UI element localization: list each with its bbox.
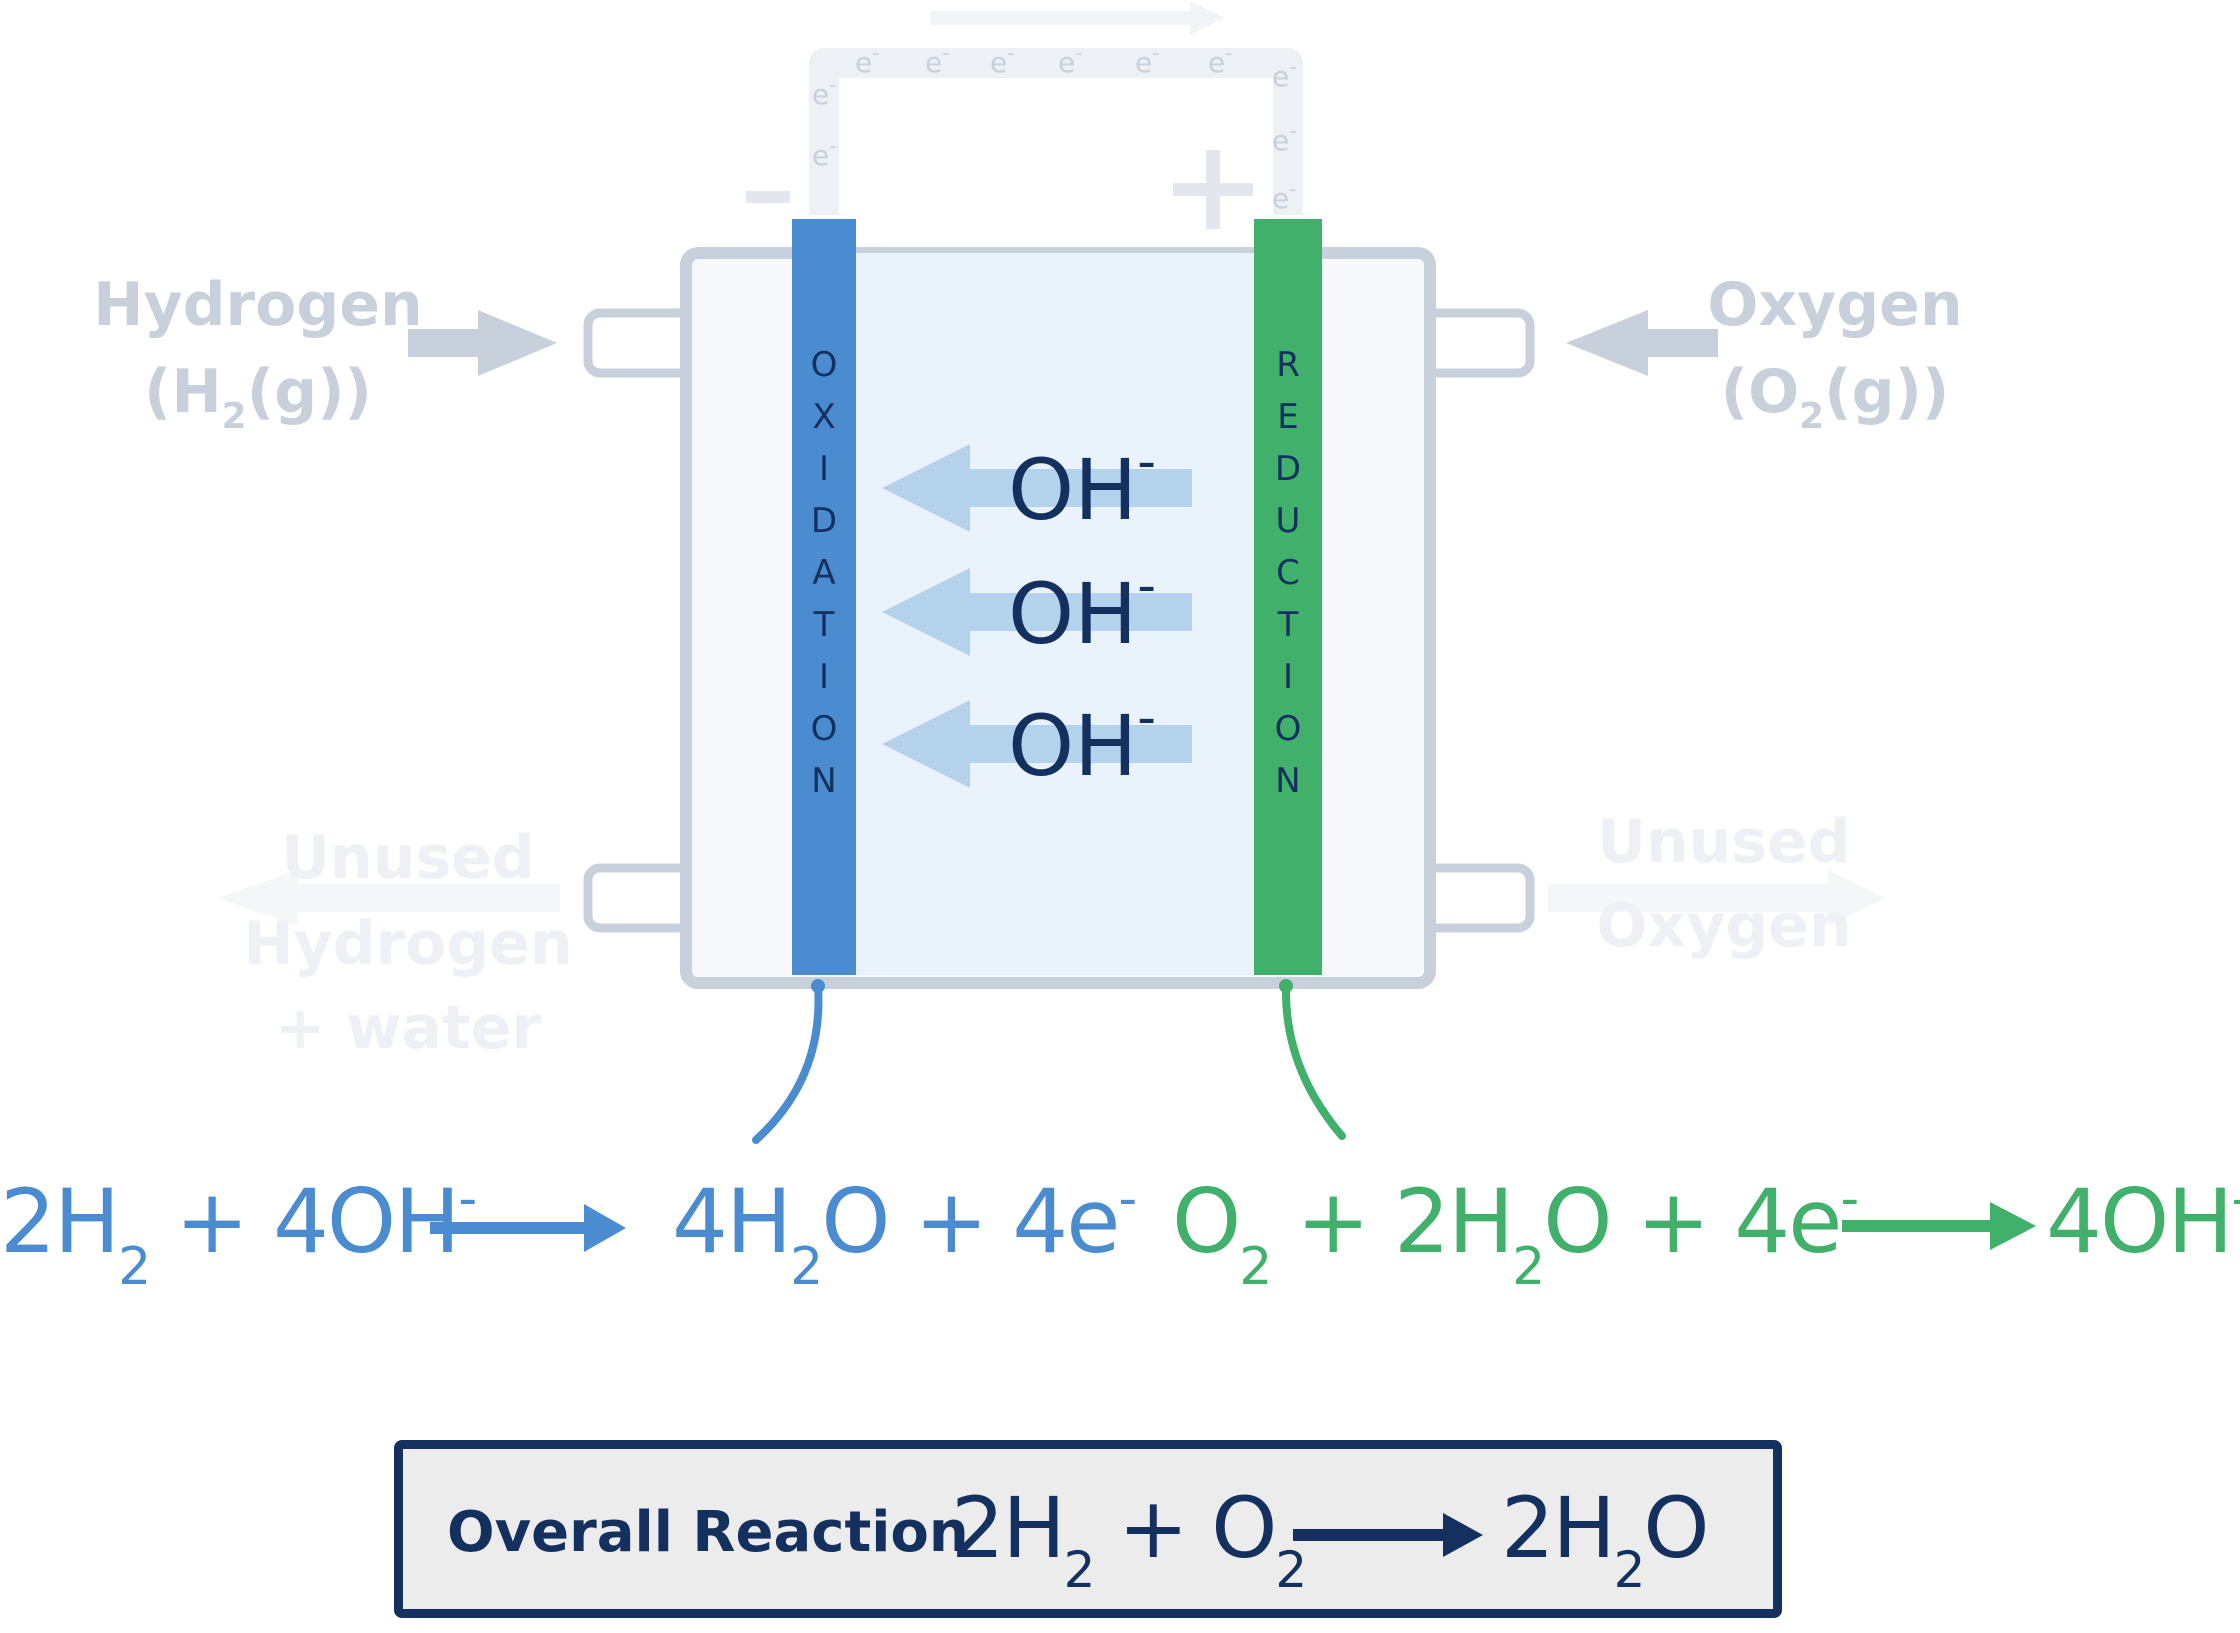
anode-pointer [752,982,823,1144]
hydroxide-ion-label: OH- [1008,556,1156,663]
electrode-letter: D [1275,449,1301,489]
electrode-letter: R [1276,345,1300,385]
electrode-letter: E [1277,397,1298,437]
electrode-letter: O [1275,709,1302,749]
terminal-signs [746,150,1253,229]
unused-oxygen-line1: Unused [1597,807,1851,877]
hydrogen-formula: (H2(g)) [144,357,372,437]
overall-equation-left: 2H2 + O2 [951,1479,1305,1599]
hydrogen-label: Hydrogen [93,270,422,340]
reduction-reaction-arrow [1842,1202,2036,1250]
electrode-letter: I [819,449,829,489]
electrode-letter: O [811,345,838,385]
oxygen-label: Oxygen [1707,270,1962,340]
ion-migration-arrow [882,444,1192,532]
hydroxide-ion-label: OH- [1008,432,1156,539]
overall-reaction-box: Overall Reaction 2H2 + O2 2H2O [394,1440,1782,1618]
electrode-letter: O [811,709,838,749]
oxidation-reaction-arrow [430,1204,626,1252]
oxidation-half-equation-right: 4H2O + 4e- [672,1169,1135,1297]
oxygen-inlet-arrow [1566,310,1718,376]
gas-pipes [583,308,1535,933]
unused-hydrogen-line1: Unused [281,823,535,893]
reduction-half-equation-right: 4OH- [2046,1169,2240,1273]
electrode-letter: I [1283,657,1293,697]
electrode-letter: A [812,553,835,593]
electron-label: e- [1272,119,1296,157]
electrode-letter: I [819,657,829,697]
hydroxide-ions: OH- OH- OH- [882,432,1192,795]
electrode-letter: N [1275,761,1300,801]
cathode-electrode [1254,219,1322,975]
external-circuit [809,1,1303,215]
electrode-letter: T [813,605,835,645]
negative-terminal-sign [746,191,790,203]
electrode-letter: C [1276,553,1300,593]
oxidation-half-equation-left: 2H2 + 4OH- [0,1169,475,1297]
electrode-letter: U [1276,501,1301,541]
hydrogen-outlet-arrow [218,870,560,926]
positive-terminal-sign [1173,150,1253,229]
ion-migration-arrow [882,568,1192,656]
reduction-half-equation-left: O2 + 2H2O + 4e- [1172,1169,1857,1297]
overall-reaction-arrow [1293,1513,1483,1557]
anode-electrode [792,219,856,975]
ion-migration-arrow [882,700,1192,788]
overall-reaction-label: Overall Reaction [447,1500,969,1565]
oxygen-formula: (O2(g)) [1721,357,1950,437]
unused-oxygen-line2: Oxygen [1596,891,1851,961]
pointer-lines [752,979,1346,1144]
electron-label: e- [1058,41,1082,79]
electrode-letter: T [1277,605,1299,645]
hydroxide-ion-label: OH- [1008,688,1156,795]
hydrogen-inlet-arrow [408,310,557,376]
gas-flow-arrows [218,310,1886,926]
unused-hydrogen-line2: Hydrogen [243,909,572,979]
electrode-letter: N [811,761,836,801]
current-direction-arrow [930,1,1225,35]
electrode-letter: D [811,501,837,541]
cathode-pointer [1281,982,1346,1140]
oxygen-outlet-arrow [1548,870,1886,926]
unused-hydrogen-line3: + water [275,993,541,1063]
electron-label: e- [925,41,949,79]
electrode-letter: X [812,397,835,437]
overall-equation-right: 2H2O [1501,1479,1708,1599]
